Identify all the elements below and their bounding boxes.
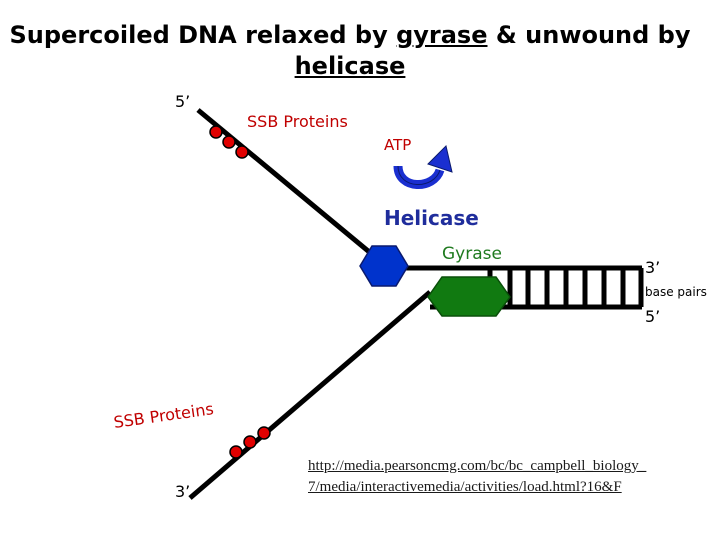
- upper-strand: [196, 108, 387, 267]
- page-title: Supercoiled DNA relaxed by gyrase & unwo…: [0, 20, 700, 82]
- ssb-protein: [235, 145, 249, 159]
- source-link-line1[interactable]: http://media.pearsoncmg.com/bc/bc_campbe…: [308, 458, 647, 474]
- source-link-line2[interactable]: 7/media/interactivemedia/activities/load…: [308, 479, 622, 495]
- source-link[interactable]: http://media.pearsoncmg.com/bc/bc_campbe…: [308, 456, 646, 498]
- base-pair-rungs: [487, 268, 644, 307]
- title-gyrase: gyrase: [396, 21, 488, 49]
- ssb-proteins-bottom: [229, 426, 271, 459]
- lower-strand: [188, 290, 432, 500]
- title-suffix: & unwound by: [487, 21, 691, 49]
- three-prime-right-label: 3’: [645, 258, 661, 277]
- helicase-enzyme: [359, 245, 409, 287]
- atp-arrow-icon: [393, 145, 453, 189]
- five-prime-top-label: 5’: [175, 92, 191, 111]
- ssb-protein: [243, 435, 257, 449]
- ssb-protein: [257, 426, 271, 440]
- title-prefix: Supercoiled DNA relaxed by: [9, 21, 397, 49]
- base-pairs-label: base pairs: [645, 285, 707, 299]
- helicase-label: Helicase: [384, 206, 479, 230]
- ssb-proteins-top-label: SSB Proteins: [247, 112, 348, 131]
- ssb-protein: [229, 445, 243, 459]
- ssb-protein: [222, 135, 236, 149]
- title-helicase: helicase: [294, 52, 406, 80]
- atp-label: ATP: [384, 136, 412, 154]
- five-prime-right-label: 5’: [645, 307, 661, 326]
- ssb-proteins-top: [209, 125, 249, 159]
- three-prime-bottom-label: 3’: [175, 482, 191, 501]
- ssb-protein: [209, 125, 223, 139]
- gyrase-enzyme: [427, 276, 511, 317]
- gyrase-label: Gyrase: [442, 244, 502, 264]
